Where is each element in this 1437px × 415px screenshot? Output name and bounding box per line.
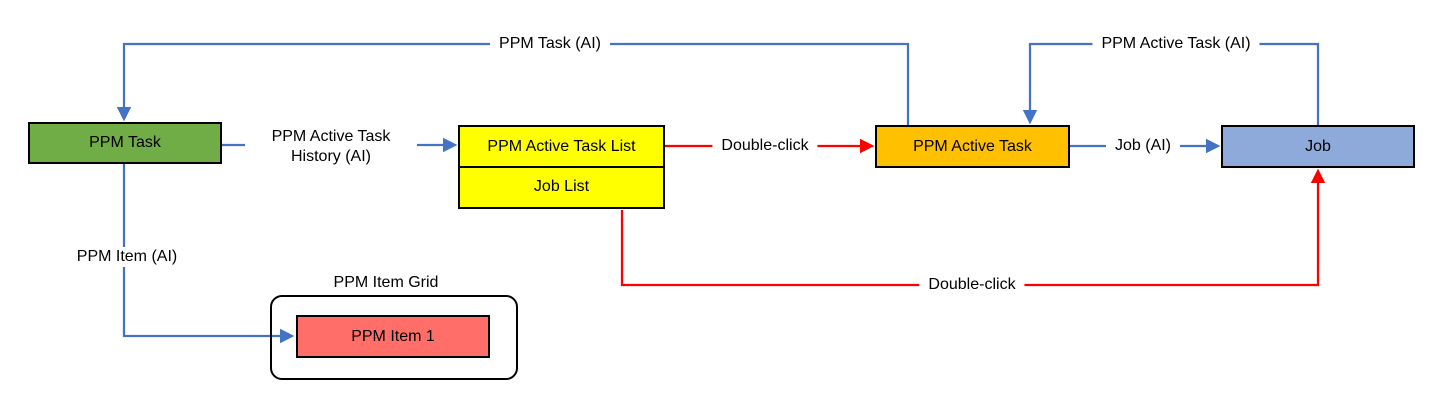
edge-label-ppm-active-task-history-ai: PPM Active Task History (AI)	[245, 127, 417, 167]
node-ppm-item-1: PPM Item 1	[296, 315, 490, 358]
edge-ppm-task-ai	[116, 42, 910, 125]
node-ppm-active-task-list: PPM Active Task List	[458, 125, 665, 168]
edge-label-double-click-bottom: Double-click	[919, 275, 1025, 295]
edge-label-ppm-active-task-ai: PPM Active Task (AI)	[1092, 34, 1260, 54]
node-list-stack: PPM Active Task List Job List	[458, 125, 665, 209]
node-job: Job	[1221, 125, 1415, 168]
edge-label-double-click-top: Double-click	[712, 136, 818, 156]
node-ppm-active-task-label: PPM Active Task	[913, 137, 1032, 155]
edge-label-ppm-task-ai: PPM Task (AI)	[490, 34, 610, 54]
node-ppm-active-task: PPM Active Task	[875, 125, 1070, 168]
node-job-list-label: Job List	[533, 178, 590, 195]
node-ppm-item-grid	[270, 295, 518, 380]
edge-label-ppm-item-ai: PPM Item (AI)	[67, 247, 187, 267]
node-job-label: Job	[1305, 137, 1331, 155]
node-ppm-task-label: PPM Task	[89, 134, 161, 151]
edge-ppm-item-ai	[122, 164, 295, 344]
node-job-list: Job List	[458, 165, 665, 209]
edge-label-job-ai: Job (AI)	[1105, 136, 1181, 156]
node-ppm-task: PPM Task	[28, 122, 222, 164]
ppm-item-grid-title: PPM Item Grid	[333, 274, 439, 291]
node-ppm-item-1-label: PPM Item 1	[351, 327, 435, 345]
edge-double-click-list-to-job	[620, 168, 1326, 287]
edge-ppm-active-task-ai	[1022, 42, 1320, 125]
node-ppm-active-task-list-label: PPM Active Task List	[487, 137, 636, 155]
